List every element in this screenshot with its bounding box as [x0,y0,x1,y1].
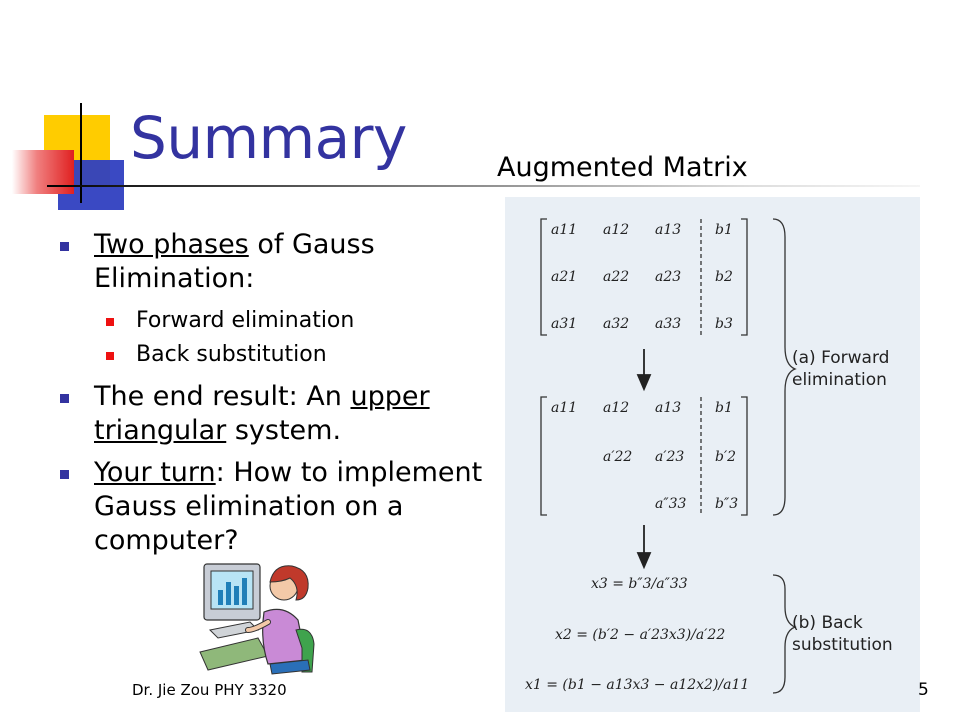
bullet-item: The end result: An upper triangular syst… [58,380,488,448]
page-number: 5 [918,680,929,700]
matrix1-entries: a11 a12 a13 b1 a21 a22 a23 b2 a31 a32 a3… [551,222,733,332]
matrix-cell: a′22 [603,449,632,465]
matrix-cell: a23 [655,269,681,285]
matrix-cell: a13 [655,400,681,416]
bullet-text: : How to implement Gauss elimination on … [94,457,483,556]
person-at-computer-icon [199,563,315,675]
equation-x1: x1 = (b1 − a13x3 − a12x2)/a11 [525,677,749,693]
bullet-list: Two phases of Gauss Elimination: Forward… [58,228,488,566]
slide-title: Summary [130,104,407,172]
matrix-cell: a22 [603,269,629,285]
bullet-item: Two phases of Gauss Elimination: [58,228,488,296]
forward-label-line1: (a) Forward [792,348,889,368]
matrix-cell: b3 [715,316,733,332]
matrix-cell: a′23 [655,449,684,465]
back-label-line2: substitution [792,635,893,655]
matrix-cell: b″3 [715,496,738,512]
matrix1-left-bracket [540,218,547,336]
matrix-cell: a12 [603,222,629,238]
decor-red-square [12,150,74,194]
back-substitution-equations: x3 = b″3/a″33 x2 = (b′2 − a′23x3)/a′22 x… [525,576,749,693]
slide-footer: Dr. Jie Zou PHY 3320 [132,681,287,699]
matrix2-left-bracket [540,396,547,516]
matrix1-right-bracket [741,218,748,336]
title-divider-line [47,185,920,187]
matrix-cell: b1 [715,400,733,416]
matrix2-right-bracket [741,396,748,516]
bullet-item: Your turn: How to implement Gauss elimin… [58,456,488,558]
forward-brace [772,218,797,516]
augmented-matrix-figure: a11 a12 a13 b1 a21 a22 a23 b2 a31 a32 a3… [505,197,920,712]
equation-x2: x2 = (b′2 − a′23x3)/a′22 [555,627,725,643]
figure-svg: a11 a12 a13 b1 a21 a22 a23 b2 a31 a32 a3… [525,218,893,694]
matrix-cell: b2 [715,269,733,285]
bullet-text-underlined: upper triangular [94,381,430,446]
matrix-cell: a21 [551,269,577,285]
matrix-cell: a″33 [655,496,686,512]
equation-x3: x3 = b″3/a″33 [591,576,688,592]
bullet-text-underlined: Two phases [94,229,249,260]
figure-caption: Augmented Matrix [497,152,748,183]
forward-label-line2: elimination [792,370,887,390]
matrix-cell: a11 [551,400,577,416]
bullet-text: of Gauss Elimination: [94,229,375,294]
matrix-cell: a33 [655,316,681,332]
matrix-cell: b1 [715,222,733,238]
matrix-cell: a31 [551,316,577,332]
matrix-cell: a12 [603,400,629,416]
arrow-2-head [636,552,652,570]
back-label-line1: (b) Back [792,613,863,633]
matrix-cell: a13 [655,222,681,238]
bullet-text: The end result: An [94,381,351,412]
bullet-text-underlined: Your turn [94,457,216,488]
sub-bullet-item: Back substitution [58,338,488,372]
matrix-cell: a11 [551,222,577,238]
sub-bullet-item: Forward elimination [58,304,488,338]
bullet-text: system. [226,415,342,446]
phase-labels: (a) Forward elimination (b) Back substit… [792,348,893,655]
decor-vertical-line [80,103,82,203]
back-brace [772,574,797,694]
matrix-cell: b′2 [715,449,736,465]
arrow-1-head [636,374,652,392]
matrix2-entries: a11 a12 a13 b1 a′22 a′23 b′2 a″33 b″3 [551,400,738,512]
matrix-cell: a32 [603,316,629,332]
